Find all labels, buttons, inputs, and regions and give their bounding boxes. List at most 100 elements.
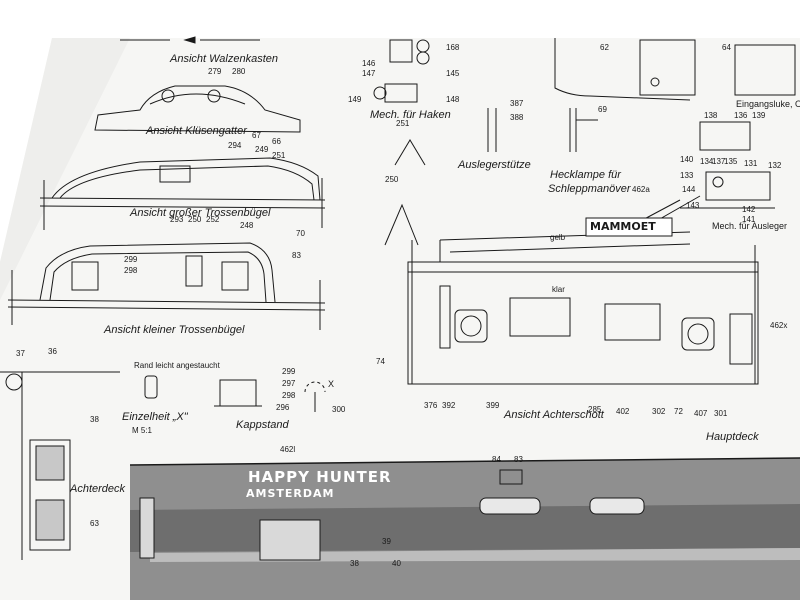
part-number: 70 — [296, 229, 305, 238]
part-number: 168 — [446, 43, 460, 52]
caption-mst: M 5:1 — [132, 426, 153, 435]
part-number: 146 — [362, 59, 376, 68]
mech-haken-drawing — [373, 39, 430, 103]
part-number: 298 — [282, 391, 296, 400]
part-number: 134 — [700, 157, 714, 166]
part-number: 63 — [90, 519, 99, 528]
part-number: 38 — [350, 559, 359, 568]
part-number: 294 — [228, 141, 242, 150]
note-klar: klar — [552, 285, 565, 294]
part-number: 301 — [714, 409, 728, 418]
part-number: 279 — [208, 67, 222, 76]
part-number: 251 — [396, 119, 410, 128]
part-number: 392 — [442, 401, 456, 410]
part-number: 38 — [90, 415, 99, 424]
part-number: 40 — [392, 559, 401, 568]
part-number: 407 — [694, 409, 708, 418]
part-number: 84 — [492, 455, 501, 464]
part-number: 36 — [48, 347, 57, 356]
part-number: 131 — [744, 159, 758, 168]
part-number: 250 — [385, 175, 399, 184]
part-number: 302 — [652, 407, 666, 416]
part-number: 462l — [280, 445, 296, 454]
part-number: 248 — [240, 221, 254, 230]
part-number: 299 — [282, 367, 296, 376]
part-number: 64 — [722, 43, 731, 52]
deck-panel-top-right — [554, 38, 796, 101]
part-number: 249 — [255, 145, 269, 154]
a-frame-upper — [394, 139, 426, 166]
a-frame-lower — [384, 203, 419, 246]
ship-name: HAPPY HUNTER — [248, 468, 392, 486]
left-stern-detail — [0, 371, 120, 560]
note-gelb: gelb — [550, 233, 566, 242]
part-number: 462x — [770, 321, 788, 330]
caption-hauptdeck: Hauptdeck — [706, 431, 759, 443]
part-number: 72 — [674, 407, 683, 416]
part-number: 83 — [292, 251, 301, 260]
part-number: 132 — [768, 161, 782, 170]
caption-kleiner-trossenbuegel: Ansicht kleiner Trossenbügel — [104, 324, 245, 336]
part-number: 37 — [16, 349, 25, 358]
mech-ausleger-drawing — [680, 121, 775, 209]
part-number: 293 — [170, 215, 184, 224]
part-number: 297 — [282, 379, 296, 388]
part-number: 142 — [742, 205, 756, 214]
walzenkasten-drawing — [94, 85, 301, 133]
crane-brand: MAMMOET — [590, 220, 656, 233]
part-number: 62 — [600, 43, 609, 52]
part-number: 140 — [680, 155, 694, 164]
part-number: 138 — [704, 111, 718, 120]
part-number: 147 — [362, 69, 376, 78]
part-number: 285 — [588, 405, 602, 414]
caption-walzenkasten: Ansicht Walzenkasten — [170, 53, 279, 65]
caption-kappstand: Kappstand — [236, 419, 289, 431]
caption-klusengatter: Ansicht Klüsengatter — [146, 125, 247, 137]
part-number: 280 — [232, 67, 246, 76]
caption-mech-haken: Mech. für Haken — [370, 109, 451, 121]
auslegerstuetze-drawing — [487, 108, 497, 152]
part-number: 399 — [486, 401, 500, 410]
part-number: 139 — [752, 111, 766, 120]
caption-achterschott: Ansicht Achterschott — [504, 409, 604, 421]
caption-rand: Rand leicht angestaucht — [134, 361, 220, 370]
part-number: 148 — [446, 95, 460, 104]
mammoet-plate — [585, 217, 673, 237]
part-number: 296 — [276, 403, 290, 412]
part-number: 135 — [724, 157, 738, 166]
part-number: 251 — [272, 151, 286, 160]
kleiner-trossenbuegel-drawing — [7, 242, 326, 330]
paper-curl-shadow — [0, 38, 130, 300]
part-number: 39 — [382, 537, 391, 546]
part-number: 402 — [616, 407, 630, 416]
part-number: 462a — [632, 185, 650, 194]
part-number: 66 — [272, 137, 281, 146]
part-number: 137 — [712, 157, 726, 166]
hecklampe-drawing — [569, 108, 598, 152]
achterschott-drawing — [407, 195, 759, 385]
part-number: 143 — [686, 201, 700, 210]
part-number: 376 — [424, 401, 438, 410]
part-number: 133 — [680, 171, 694, 180]
part-number: 252 — [206, 215, 220, 224]
hull — [129, 457, 800, 600]
caption-einzelheit-x: Einzelheit „X" — [122, 411, 188, 423]
grosser-trossenbuegel-drawing — [39, 157, 326, 230]
caption-achterdeck: Achterdeck — [70, 483, 126, 495]
part-number: 250 — [188, 215, 202, 224]
x-marker: X — [328, 379, 335, 389]
part-number: 300 — [332, 405, 346, 414]
part-number: 141 — [742, 215, 756, 224]
caption-auslegerstuetze: Auslegerstütze — [458, 159, 531, 171]
caption-mech-ausleger: Mech. für Ausleger — [712, 221, 788, 231]
caption-hecklampe: Hecklampe für — [550, 169, 621, 181]
part-number: 299 — [124, 255, 138, 264]
part-number: 136 — [734, 111, 748, 120]
part-number: 145 — [446, 69, 460, 78]
part-number: 387 — [510, 99, 524, 108]
caption-eingangsluke: Eingangsluke, O — [736, 99, 800, 109]
part-number: 83 — [514, 455, 523, 464]
part-number: 69 — [598, 105, 607, 114]
